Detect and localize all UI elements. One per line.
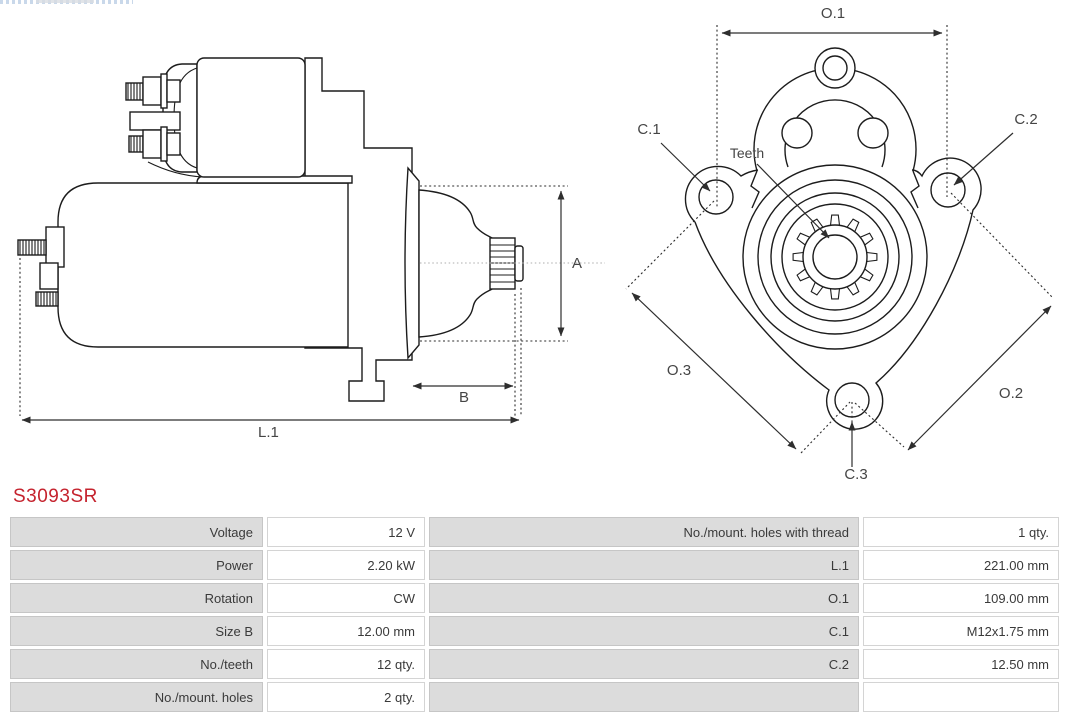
spec-label: Rotation <box>10 583 263 613</box>
spec-label: Power <box>10 550 263 580</box>
dim-label-o2: O.2 <box>999 385 1023 402</box>
dim-label-l1: L.1 <box>258 424 279 441</box>
spec-value: M12x1.75 mm <box>863 616 1059 646</box>
boss-circle-3 <box>770 192 900 322</box>
spec-value: 2.20 kW <box>267 550 425 580</box>
leader-c1 <box>660 142 711 192</box>
terminal-stud-upper-threads <box>127 83 141 100</box>
technical-drawing-canvas: A B L.1 <box>17 5 1053 480</box>
dim-label-o3: O.3 <box>667 362 691 379</box>
terminal-base-lower <box>166 132 181 156</box>
spec-value: 2 qty. <box>267 682 425 712</box>
solenoid-body <box>196 57 306 178</box>
watermark-logo-shade <box>36 0 94 3</box>
flange-plate-outline <box>684 157 982 430</box>
spec-label: No./mount. holes <box>10 682 263 712</box>
spec-label: O.1 <box>429 583 859 613</box>
boss-circle-2 <box>757 179 913 335</box>
spec-value: 12 V <box>267 517 425 547</box>
spec-label: Voltage <box>10 517 263 547</box>
bell-top-hole <box>822 55 848 81</box>
spec-label: Size B <box>10 616 263 646</box>
spec-label: L.1 <box>429 550 859 580</box>
ext-line-o2-lower <box>854 402 905 448</box>
spec-value: 1 qty. <box>863 517 1059 547</box>
bell-left-hole <box>781 117 813 149</box>
dimension-o3-line <box>631 292 797 450</box>
bell-arch-base-steps <box>750 170 920 209</box>
dim-label-c2: C.2 <box>1014 111 1037 128</box>
spec-value: 109.00 mm <box>863 583 1059 613</box>
dim-label-c1: C.1 <box>637 121 660 138</box>
dimension-o2-line <box>907 305 1052 451</box>
dim-label-c3: C.3 <box>844 466 867 480</box>
spec-value: 12.50 mm <box>863 649 1059 679</box>
spec-label: No./teeth <box>10 649 263 679</box>
terminal-washer-lower <box>160 126 168 162</box>
spec-label: C.2 <box>429 649 859 679</box>
terminal-washer-upper <box>160 73 168 109</box>
motor-body <box>57 182 349 348</box>
ext-line-o3-lower <box>800 401 851 454</box>
shaft-bore <box>812 234 858 280</box>
side-view-diagram: A B L.1 <box>17 57 605 441</box>
leader-teeth <box>756 163 830 239</box>
rear-block-upper <box>45 226 65 268</box>
pinion-teeth <box>792 214 878 300</box>
rear-block-lower <box>39 262 59 290</box>
ext-line-o2-upper <box>950 192 1053 298</box>
spec-label: C.1 <box>429 616 859 646</box>
spec-table: Voltage 12 V No./mount. holes with threa… <box>10 517 1059 712</box>
leader-c2 <box>953 132 1014 186</box>
solenoid-wire <box>147 161 204 178</box>
rear-stud-short-threads <box>37 292 57 306</box>
drive-end-bell <box>418 189 493 338</box>
part-number: S3093SR <box>13 486 98 507</box>
spec-value: 12.00 mm <box>267 616 425 646</box>
dim-label-o1: O.1 <box>821 5 845 22</box>
front-view-diagram: O.1 C.1 C.2 Teeth O.3 O.2 C.3 <box>625 5 1053 480</box>
bell-right-hole <box>857 117 889 149</box>
dim-label-a: A <box>572 255 582 272</box>
terminal-nut-lower <box>142 129 162 159</box>
spec-value: 12 qty. <box>267 649 425 679</box>
boss-circle-inner <box>781 203 889 311</box>
rear-stud-long-threads <box>19 240 45 255</box>
spec-label <box>429 682 859 712</box>
terminal-nut-upper <box>142 76 162 106</box>
ext-line-o3-upper <box>625 200 715 290</box>
spec-label: No./mount. holes with thread <box>429 517 859 547</box>
spec-value: 221.00 mm <box>863 550 1059 580</box>
dim-label-teeth: Teeth <box>730 145 764 161</box>
flange-plate-fill <box>685 158 982 430</box>
spec-value: CW <box>267 583 425 613</box>
mount-hole-c2 <box>930 172 966 208</box>
solenoid-center-tab <box>129 111 181 131</box>
spec-value <box>863 682 1059 712</box>
dim-label-b: B <box>459 389 469 406</box>
boss-circle-outer <box>742 164 928 350</box>
terminal-base-upper <box>166 79 181 103</box>
terminal-stud-lower-threads <box>130 136 141 152</box>
mount-flange-ring <box>404 166 420 360</box>
pinion-root-circle <box>802 224 868 290</box>
